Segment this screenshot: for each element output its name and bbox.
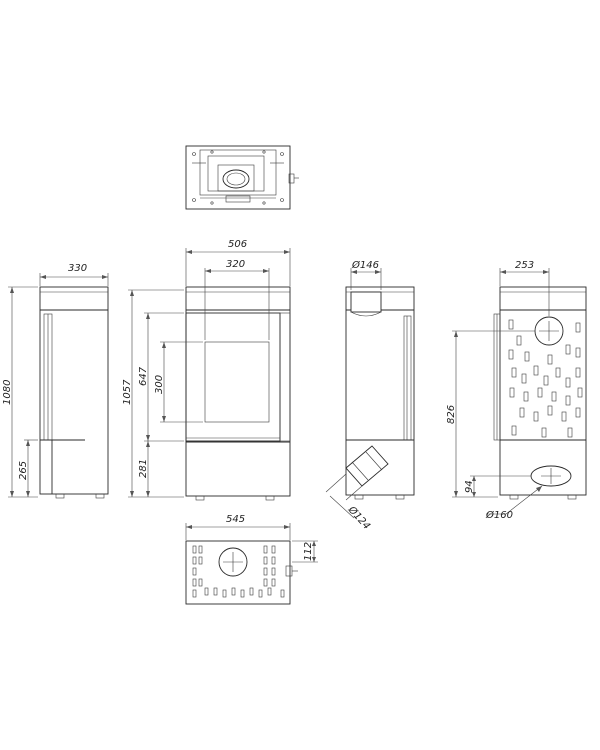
front-view: 506 320 1057 647 300 281 [122, 239, 291, 501]
dim-front-glass-height: 300 [154, 375, 165, 394]
dim-side-depth: 330 [68, 263, 87, 274]
rear-view: 253 826 94 Ø160 [446, 260, 587, 521]
dim-side-height: 1080 [2, 380, 13, 405]
bottom-view: 545 112 [185, 514, 318, 605]
dim-flue-diameter: Ø146 [351, 259, 379, 271]
side-view: 330 1080 265 [2, 263, 109, 499]
dim-front-base-height: 281 [138, 459, 149, 478]
dim-side-inlet-height: 265 [18, 461, 29, 480]
dim-rear-inlet-height: 94 [464, 480, 475, 493]
dim-inlet-diameter: Ø124 [345, 503, 373, 532]
dim-front-height: 1057 [122, 379, 133, 405]
dim-rear-outlet-height: 826 [446, 405, 457, 424]
dim-front-width: 506 [228, 239, 247, 250]
dim-front-door-width: 320 [226, 259, 245, 270]
dim-bottom-width: 545 [226, 514, 245, 525]
dim-front-door-height: 647 [138, 366, 149, 386]
dim-rear-inlet-diameter: Ø160 [485, 509, 513, 521]
dim-bottom-offset: 112 [303, 542, 314, 561]
dim-rear-offset: 253 [515, 260, 534, 271]
section-view: Ø146 Ø124 [325, 259, 415, 532]
top-view [185, 145, 299, 210]
